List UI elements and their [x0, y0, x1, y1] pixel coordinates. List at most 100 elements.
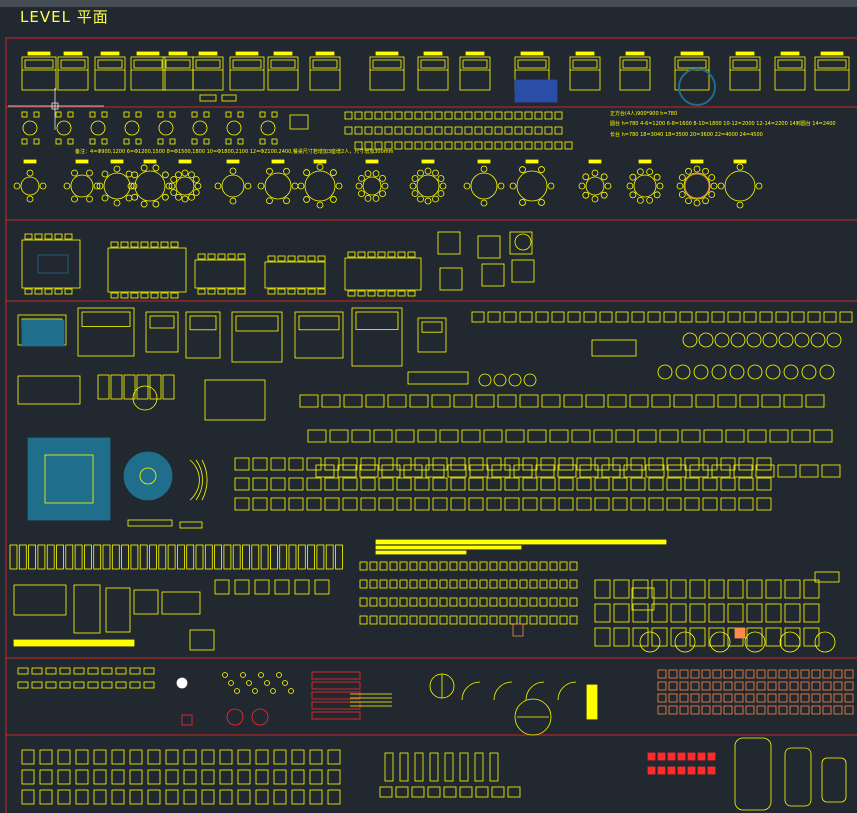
bath-fixture-small[interactable] — [399, 597, 408, 607]
bed-block[interactable] — [619, 56, 651, 91]
round-table[interactable] — [416, 174, 440, 198]
chair-block[interactable] — [291, 749, 305, 765]
round-chair[interactable] — [161, 193, 169, 201]
round-table-label[interactable] — [271, 159, 285, 164]
red-annotation[interactable] — [667, 752, 676, 761]
dining-chair[interactable] — [317, 288, 326, 295]
chair-block[interactable] — [93, 769, 107, 785]
sofa-bench-block[interactable] — [629, 394, 649, 408]
armchair-block[interactable] — [396, 457, 412, 471]
armchair-block[interactable] — [414, 457, 430, 471]
sanitary-block[interactable] — [734, 705, 744, 715]
round-table-label[interactable] — [690, 159, 704, 164]
accessibility-icon[interactable] — [176, 677, 188, 689]
bath-fixture-small[interactable] — [369, 615, 378, 625]
side-sofa-block[interactable] — [503, 311, 517, 323]
chair-block[interactable] — [544, 126, 553, 135]
round-table[interactable] — [20, 176, 40, 196]
chair-block[interactable] — [219, 769, 233, 785]
bed-headboard[interactable] — [520, 51, 544, 56]
round-rug[interactable] — [123, 451, 173, 501]
bath-fixture-small[interactable] — [559, 615, 568, 625]
round-chair[interactable] — [519, 199, 526, 206]
table-small[interactable] — [90, 120, 106, 136]
chair-block[interactable] — [384, 141, 393, 150]
red-annotation[interactable] — [697, 766, 706, 775]
side-table-round[interactable] — [810, 332, 826, 348]
cabinet-block[interactable] — [121, 544, 129, 570]
chair-block[interactable] — [474, 141, 483, 150]
round-chair[interactable] — [101, 194, 109, 202]
round-chair[interactable] — [93, 182, 101, 190]
round-chair[interactable] — [685, 197, 692, 205]
side-sofa-block[interactable] — [727, 311, 741, 323]
round-chair[interactable] — [194, 182, 202, 190]
bed-headboard[interactable] — [100, 51, 120, 56]
misc-block[interactable] — [115, 681, 127, 689]
rug-block[interactable] — [27, 437, 111, 521]
chair-block[interactable] — [504, 126, 513, 135]
dining-chair[interactable] — [237, 288, 246, 295]
stool-short[interactable] — [507, 786, 521, 798]
bath-fixture-small[interactable] — [369, 597, 378, 607]
stool-tall[interactable] — [444, 752, 454, 782]
sanitary-block[interactable] — [800, 705, 810, 715]
bed-headboard[interactable] — [136, 51, 160, 56]
round-chair[interactable] — [86, 169, 93, 177]
kitchen-block[interactable] — [511, 259, 535, 283]
sanitary-block[interactable] — [745, 681, 755, 691]
side-sofa-block[interactable] — [519, 311, 533, 323]
sanitary-block[interactable] — [712, 693, 722, 703]
chair-block[interactable] — [374, 111, 383, 120]
round-chair[interactable] — [372, 194, 380, 202]
sanitary-block[interactable] — [822, 669, 832, 679]
side-sofa-block[interactable] — [631, 311, 645, 323]
bath-fixture-small[interactable] — [469, 597, 478, 607]
sanitary-block[interactable] — [800, 693, 810, 703]
lounge-chair-round[interactable] — [711, 364, 727, 380]
chair-block[interactable] — [464, 141, 473, 150]
bathtub-block[interactable] — [727, 579, 744, 599]
bath-fixture-small[interactable] — [499, 561, 508, 571]
round-chair[interactable] — [303, 196, 310, 203]
round-chair[interactable] — [140, 164, 148, 172]
chair-small[interactable] — [67, 111, 74, 118]
chair-block[interactable] — [504, 141, 513, 150]
chair-block[interactable] — [21, 749, 35, 765]
round-chair[interactable] — [63, 182, 71, 190]
misc-block[interactable] — [59, 667, 71, 675]
chair-block[interactable] — [327, 749, 341, 765]
sofa-bench-block[interactable] — [519, 394, 539, 408]
sofa-bench-block[interactable] — [373, 429, 393, 443]
stool-short[interactable] — [491, 786, 505, 798]
bath-fixture-small[interactable] — [399, 561, 408, 571]
bathtub-block[interactable] — [689, 603, 706, 623]
armchair-block[interactable] — [396, 497, 412, 511]
red-annotation[interactable] — [687, 752, 696, 761]
bathtub-block[interactable] — [803, 579, 820, 599]
round-coffee-table[interactable] — [139, 467, 157, 485]
dining-chair[interactable] — [227, 288, 236, 295]
round-chair[interactable] — [656, 182, 664, 190]
round-chair[interactable] — [244, 182, 252, 190]
misc-block[interactable] — [17, 667, 29, 675]
sofa-bench-block[interactable] — [755, 464, 775, 478]
chair-block[interactable] — [111, 749, 125, 765]
bathtub-block[interactable] — [689, 579, 706, 599]
chair-small[interactable] — [21, 111, 28, 118]
round-chair[interactable] — [101, 170, 109, 178]
bath-fixture-small[interactable] — [459, 615, 468, 625]
sofa-back[interactable] — [355, 311, 399, 330]
armchair-block[interactable] — [414, 497, 430, 511]
chair-block[interactable] — [414, 141, 423, 150]
bath-fixture-small[interactable] — [569, 615, 578, 625]
stool-tall[interactable] — [489, 752, 499, 782]
seating-rug[interactable] — [21, 319, 65, 347]
bath-fixture-small[interactable] — [379, 561, 388, 571]
sanitary-block[interactable] — [690, 681, 700, 691]
dining-chair[interactable] — [197, 288, 206, 295]
chair-block[interactable] — [255, 769, 269, 785]
round-table[interactable] — [585, 176, 605, 196]
round-table[interactable] — [175, 176, 195, 196]
round-chair[interactable] — [710, 182, 718, 190]
